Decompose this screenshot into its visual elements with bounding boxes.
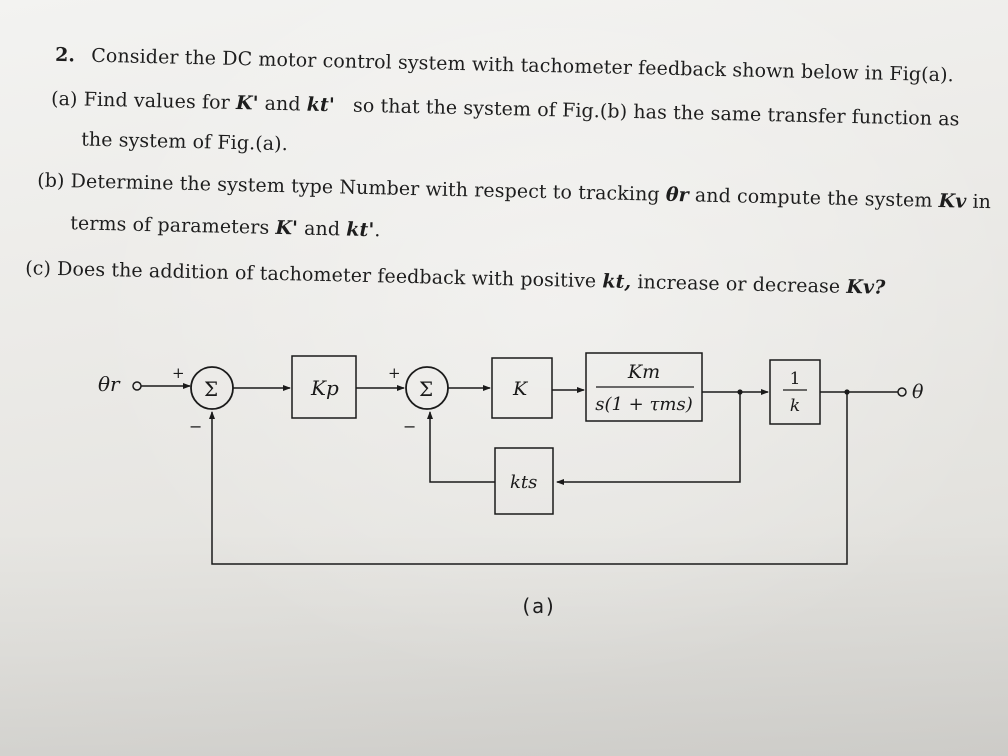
tachometer-to-sum2-arrow (427, 411, 495, 483)
velocity-feedback-line (556, 392, 741, 485)
sum1-minus-sign: − (189, 417, 202, 436)
output-label: θ (912, 381, 924, 403)
tachometer-block (494, 447, 554, 515)
figure-caption: (a) (520, 594, 557, 618)
k-block (491, 357, 553, 419)
kp-label: Kp (310, 376, 339, 400)
sum1-symbol: Σ (204, 377, 218, 401)
sum2-minus-sign: − (403, 417, 416, 436)
input-label: θr (98, 372, 121, 396)
tachometer-label: kts (510, 472, 537, 493)
sum2-symbol: Σ (419, 377, 433, 401)
kp-block (291, 355, 357, 419)
input-terminal (132, 381, 142, 391)
position-feedback-line (209, 392, 848, 565)
plant-block (585, 352, 703, 422)
output-terminal (897, 387, 907, 397)
plant-numerator: Km (627, 361, 660, 383)
sum2-plus-sign: + (388, 364, 401, 382)
plant-denominator: s(1 + τms) (595, 394, 693, 415)
k-label: K (512, 378, 529, 400)
sum1-plus-sign: + (172, 364, 185, 382)
gain-denominator: k (790, 396, 800, 416)
gain-numerator: 1 (790, 369, 801, 389)
